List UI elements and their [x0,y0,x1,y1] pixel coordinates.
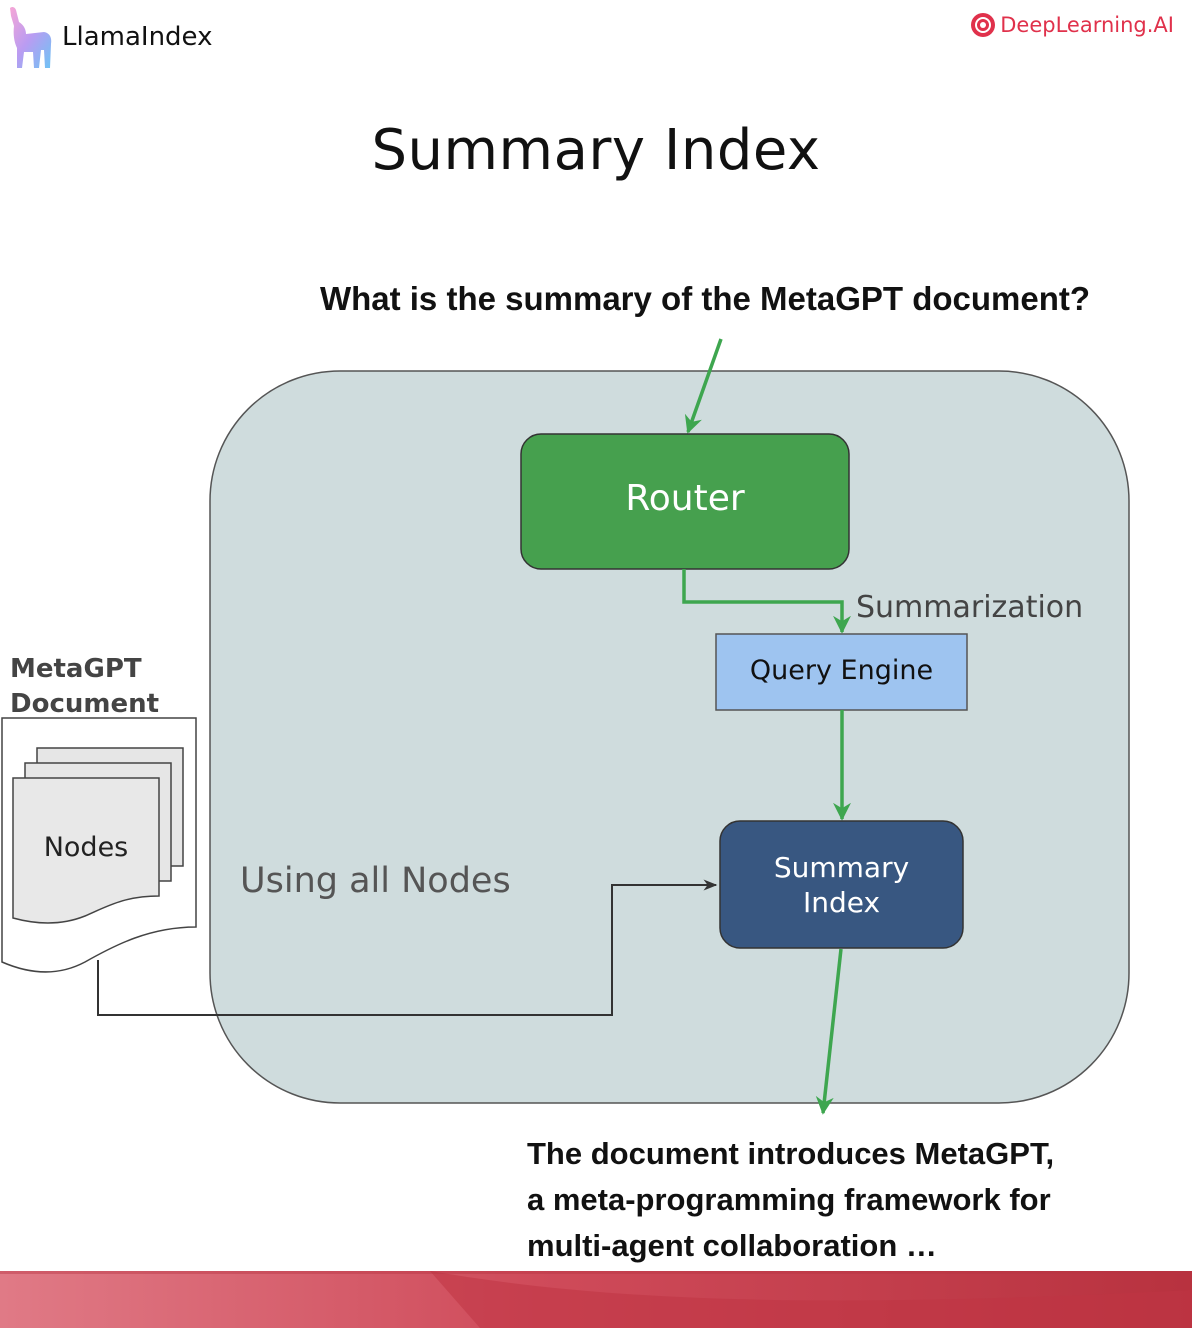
document-label: MetaGPT Document [10,652,159,722]
document-stack-icon [1,717,197,973]
deeplearning-ai-logo: DeepLearning.AI [970,12,1174,38]
llama-logo-icon [10,6,52,69]
query-engine-box [715,633,968,711]
summary-index-box [719,820,964,949]
index-to-answer-arrow [815,948,843,1115]
llamaindex-logo: LlamaIndex [6,4,212,70]
summary-index-label-line: Summary [773,851,910,884]
deeplearning-ai-logo-text: DeepLearning.AI [1000,13,1174,37]
llamaindex-logo-text: LlamaIndex [62,22,213,52]
answer-line: a meta-programming framework for [527,1182,1051,1217]
query-engine-label: Query Engine [749,655,934,686]
question-text: What is the summary of the MetaGPT docum… [319,280,1091,317]
summarization-arrow [682,569,851,634]
slide-title: Summary Index [371,118,821,183]
summarization-label: Summarization [856,590,1084,625]
document-label-line: Document [10,689,160,719]
document-label-line: MetaGPT [10,654,142,684]
nodes-connector [97,879,718,1016]
router-label: Router [625,478,745,519]
nodes-label: Nodes [43,832,129,863]
answer-line: multi-agent collaboration … [527,1228,937,1263]
footer-band [0,1271,1192,1328]
summary-index-label: Summary Index [720,850,963,920]
summary-index-label-line: Index [802,886,881,919]
answer-text: The document introduces MetaGPT, a meta-… [527,1131,1147,1269]
deeplearning-ai-logo-icon [971,13,996,37]
question-arrow [684,338,723,434]
answer-line: The document introduces MetaGPT, [527,1136,1055,1171]
using-all-nodes-label: Using all Nodes [240,861,511,901]
